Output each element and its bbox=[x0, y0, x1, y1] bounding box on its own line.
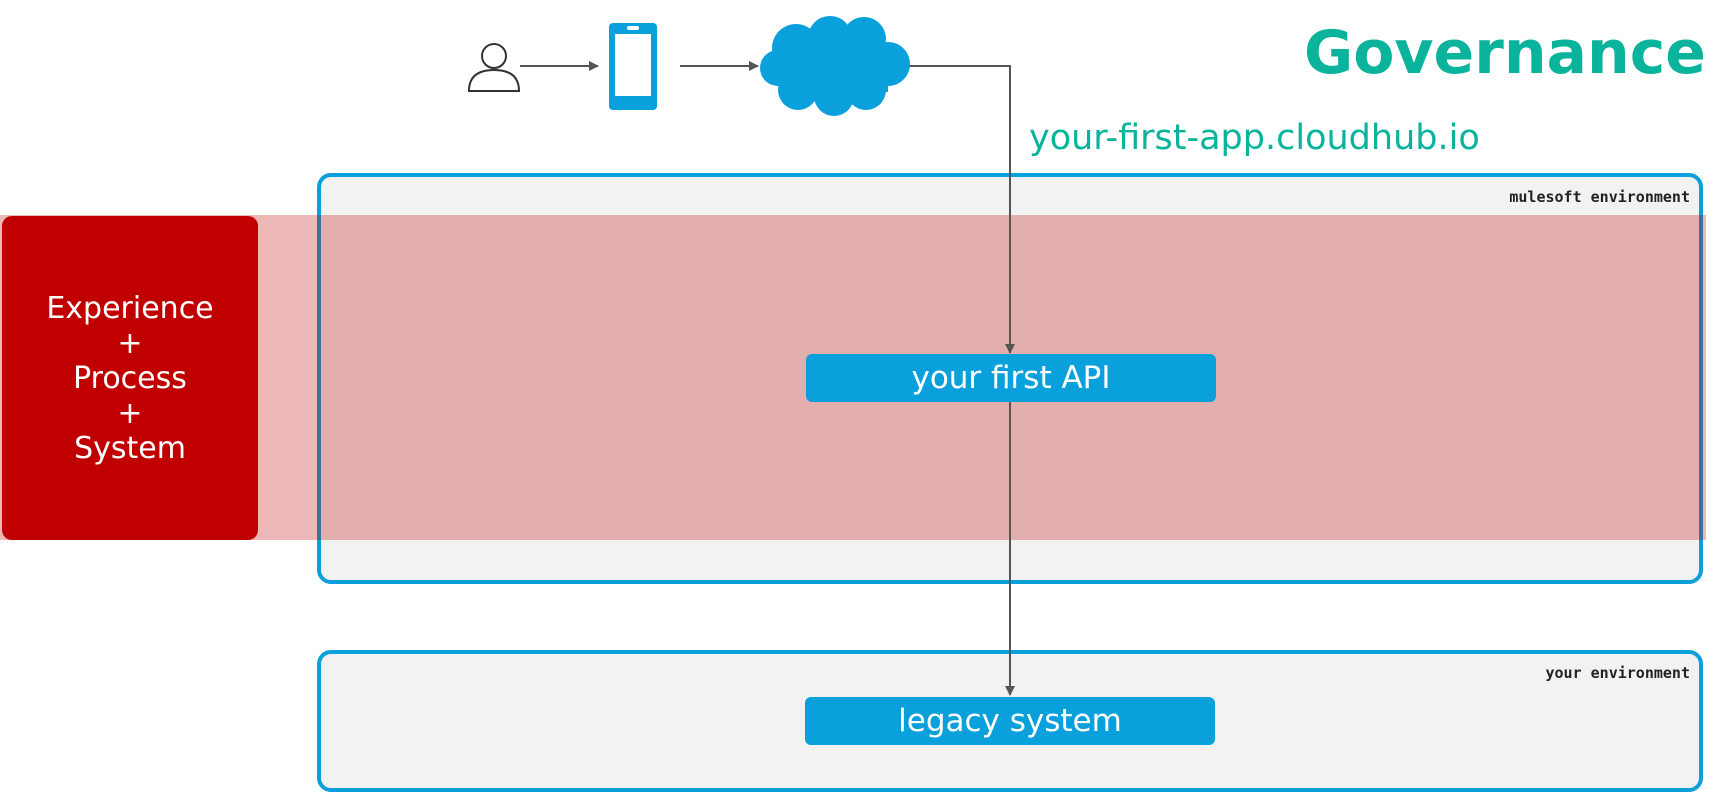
first-api-node: your first API bbox=[806, 354, 1216, 402]
app-url: your-first-app.cloudhub.io bbox=[1029, 118, 1480, 158]
api-layers-box: Experience + Process + System bbox=[2, 216, 258, 540]
cloud-icon bbox=[760, 16, 910, 116]
page-title: Governance bbox=[1303, 18, 1706, 88]
your-environment-label: your environment bbox=[1545, 664, 1691, 682]
user-icon bbox=[467, 43, 521, 92]
legacy-system-node: legacy system bbox=[805, 697, 1215, 745]
mobile-phone-icon bbox=[609, 23, 657, 110]
api-layers-label: Experience + Process + System bbox=[46, 290, 214, 466]
mulesoft-environment-label: mulesoft environment bbox=[1509, 188, 1690, 206]
arrow-cloud-to-api bbox=[905, 65, 1015, 354]
